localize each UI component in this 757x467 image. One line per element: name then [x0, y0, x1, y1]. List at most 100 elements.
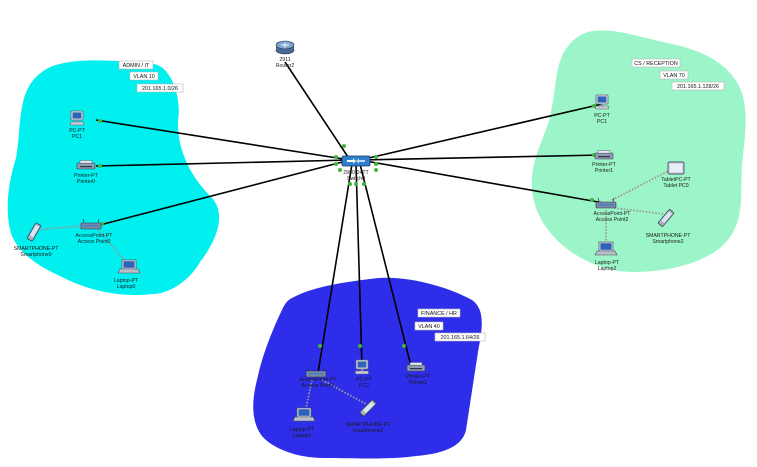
- switch-icon: [341, 155, 371, 167]
- cable-links: [95, 61, 605, 374]
- finance-title-note: [417, 308, 461, 318]
- fin-printer-name: Printer2: [409, 380, 427, 386]
- pc-icon: [70, 110, 84, 126]
- cs-ap-name: Access Point2: [596, 217, 629, 223]
- finance-title: FINANCE / HR: [421, 311, 457, 317]
- admin-pc[interactable]: PC-PT PC1: [69, 110, 86, 140]
- pc-icon: [355, 359, 369, 375]
- cs-tablet-model: TabletPC-PT: [661, 177, 691, 183]
- finance-vlan: VLAN 40: [418, 324, 440, 330]
- cs-pc[interactable]: PC-PT PC1: [594, 94, 611, 125]
- link-up-indicator: [374, 155, 378, 159]
- cs-tablet[interactable]: TabletPC-PT Tablet PC0: [661, 161, 692, 189]
- fin-access-point[interactable]: AccessPoint-PT Access Point1: [300, 366, 338, 389]
- link-up-indicator: [358, 344, 362, 348]
- switch0[interactable]: 2960-24TT Switch0: [341, 155, 371, 182]
- admin-title: ADMIN / IT: [123, 63, 150, 69]
- cs-subnet: 201.165.1.128/26: [677, 84, 719, 90]
- admin-laptop-name: Laptop0: [117, 284, 136, 290]
- link-up-indicator: [374, 168, 378, 172]
- admin-notes: ADMIN / IT VLAN 10 201.165.1.0/26: [118, 60, 184, 93]
- fin-laptop[interactable]: Laptop-PT Laptop1: [290, 407, 316, 439]
- router2-name: Router2: [276, 63, 295, 69]
- router2-model: 2911: [279, 57, 290, 63]
- admin-smartphone[interactable]: SMARTPHONE-PT Smartphone0: [14, 222, 60, 258]
- fin-ap-name: Access Point1: [302, 383, 335, 389]
- link-up-indicator: [338, 168, 342, 172]
- fin-printer[interactable]: Printer-PT Printer2: [406, 362, 431, 387]
- admin-ap-model: AccessPoint-PT: [76, 233, 114, 239]
- link-up-indicator: [98, 164, 102, 168]
- tablet-icon: [667, 161, 685, 175]
- switch0-model: 2960-24TT: [343, 170, 369, 176]
- link-switch-fin-pc: [355, 163, 363, 369]
- fin-pc-name: PC2: [359, 383, 369, 389]
- cs-vlan-note: [659, 70, 689, 80]
- link-up-indicator: [98, 119, 102, 123]
- cs-tablet-name: Tablet PC0: [663, 183, 688, 189]
- link-up-indicator: [348, 182, 352, 186]
- fin-printer-model: Printer-PT: [406, 374, 430, 380]
- admin-ap-name: Access Point0: [78, 239, 111, 245]
- wireless-fin-laptop: [305, 379, 313, 409]
- link-switch-admin-ap: [95, 159, 351, 227]
- admin-access-point[interactable]: AccessPoint-PT Access Point0: [76, 218, 114, 245]
- admin-subnet: 201.165.1.0/26: [142, 86, 178, 92]
- cs-title-note: [631, 58, 681, 68]
- link-up-indicator: [354, 182, 358, 186]
- wireless-links: [33, 169, 671, 409]
- finance-vlan-note: [414, 321, 444, 331]
- link-up-indicator: [402, 344, 406, 348]
- link-switch-fin-printer: [359, 163, 413, 371]
- fin-ap-model: AccessPoint-PT: [300, 377, 338, 383]
- link-switch-cs-pc: [359, 103, 603, 161]
- link-up-indicator: [374, 162, 378, 166]
- link-up-indicator: [334, 155, 338, 159]
- admin-vlan: VLAN 10: [133, 74, 155, 80]
- wireless-cs-tablet: [611, 169, 671, 201]
- admin-pc-model: PC-PT: [69, 128, 85, 134]
- cs-smartphone[interactable]: SMARTPHONE-PT Smartphone2: [646, 208, 692, 245]
- cs-pc-model: PC-PT: [594, 113, 610, 119]
- link-router-switch: [284, 61, 351, 161]
- cs-access-point[interactable]: AccessPoint-PT Access Point2: [594, 197, 632, 223]
- cs-printer[interactable]: Printer-PT Printer1: [592, 150, 617, 175]
- admin-laptop[interactable]: Laptop-PT Laptop0: [114, 259, 141, 290]
- admin-phone-name: Smartphone0: [20, 252, 51, 258]
- cs-printer-name: Printer1: [595, 168, 613, 174]
- wireless-admin-laptop: [97, 229, 127, 263]
- fin-pc[interactable]: PC-PT PC2: [355, 359, 373, 389]
- fin-phone-name: Smartphone1: [352, 428, 383, 434]
- link-up-indicator: [342, 144, 346, 148]
- admin-subnet-note: [136, 83, 184, 93]
- finance-notes: FINANCE / HR VLAN 40 201.165.1.64/26: [414, 308, 486, 342]
- cs-vlan: VLAN 70: [663, 73, 685, 79]
- router-icon: [275, 40, 295, 55]
- cs-ap-model: AccessPoint-PT: [594, 211, 632, 217]
- admin-pc-name: PC1: [72, 134, 82, 140]
- admin-phone-model: SMARTPHONE-PT: [14, 246, 60, 252]
- link-switch-admin-pc: [95, 119, 351, 161]
- admin-printer[interactable]: Printer-PT Printer0: [74, 160, 99, 186]
- fin-phone-model: SMARTPHONE-PT: [346, 422, 392, 428]
- admin-laptop-model: Laptop-PT: [114, 278, 139, 284]
- cs-printer-model: Printer-PT: [592, 162, 616, 168]
- finance-subnet-note: [434, 332, 486, 342]
- cs-laptop-name: Laptop2: [598, 266, 617, 272]
- switch0-name: Switch0: [347, 176, 365, 182]
- finance-subnet: 201.165.1.64/26: [441, 335, 480, 341]
- fin-smartphone[interactable]: SMARTPHONE-PT Smartphone1: [346, 399, 392, 434]
- cs-phone-name: Smartphone2: [652, 239, 683, 245]
- cs-pc-name: PC1: [597, 119, 607, 125]
- cs-notes: CS / RECEPTION VLAN 70 201.165.1.128/26: [631, 58, 725, 91]
- cs-laptop[interactable]: Laptop-PT Laptop2: [594, 241, 620, 272]
- link-up-indicator: [590, 198, 594, 202]
- cs-phone-model: SMARTPHONE-PT: [646, 233, 692, 239]
- fin-pc-model: PC-PT: [356, 377, 372, 383]
- pc-icon: [595, 94, 609, 110]
- link-switch-cs-printer: [359, 154, 603, 161]
- link-up-indicator: [362, 182, 366, 186]
- admin-printer-model: Printer-PT: [74, 173, 98, 179]
- link-switch-fin-ap: [317, 163, 353, 374]
- router2[interactable]: 2911 Router2: [275, 40, 295, 69]
